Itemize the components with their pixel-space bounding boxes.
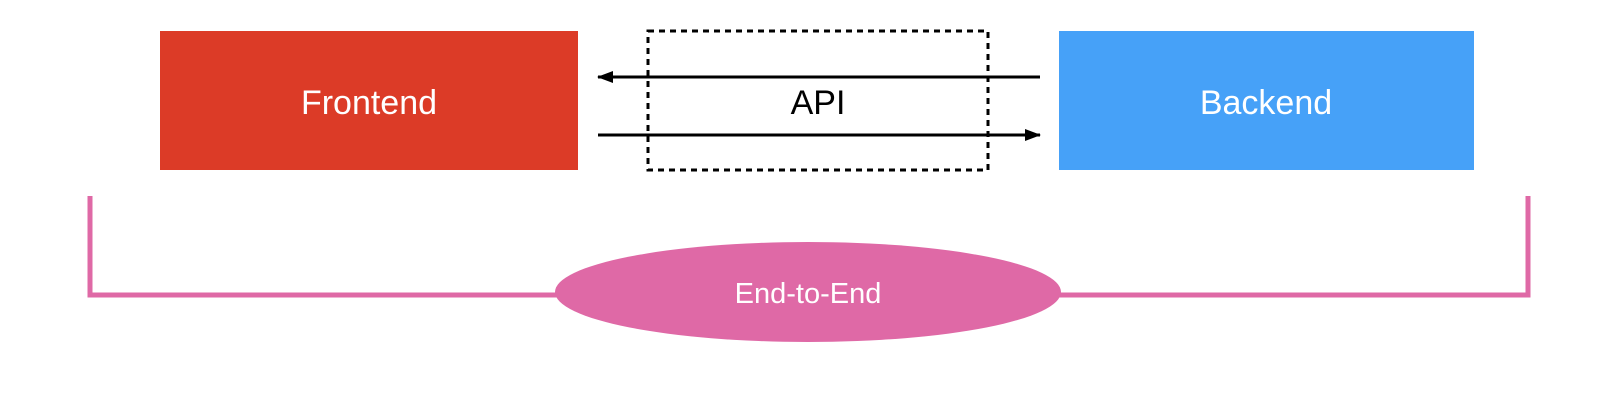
- end-to-end-ellipse: [555, 242, 1061, 342]
- backend-node: Backend: [1059, 31, 1474, 170]
- api-box: [646, 29, 990, 172]
- end-to-end-scope: End-to-End: [87, 196, 1531, 342]
- end-to-end-label: End-to-End: [735, 278, 882, 310]
- api-label: API: [791, 84, 846, 122]
- backend-box: [1059, 31, 1474, 170]
- frontend-node: Frontend: [160, 31, 578, 170]
- backend-label: Backend: [1200, 84, 1332, 122]
- frontend-box: [160, 31, 578, 170]
- frontend-label: Frontend: [301, 84, 437, 122]
- api-node: API: [646, 29, 990, 172]
